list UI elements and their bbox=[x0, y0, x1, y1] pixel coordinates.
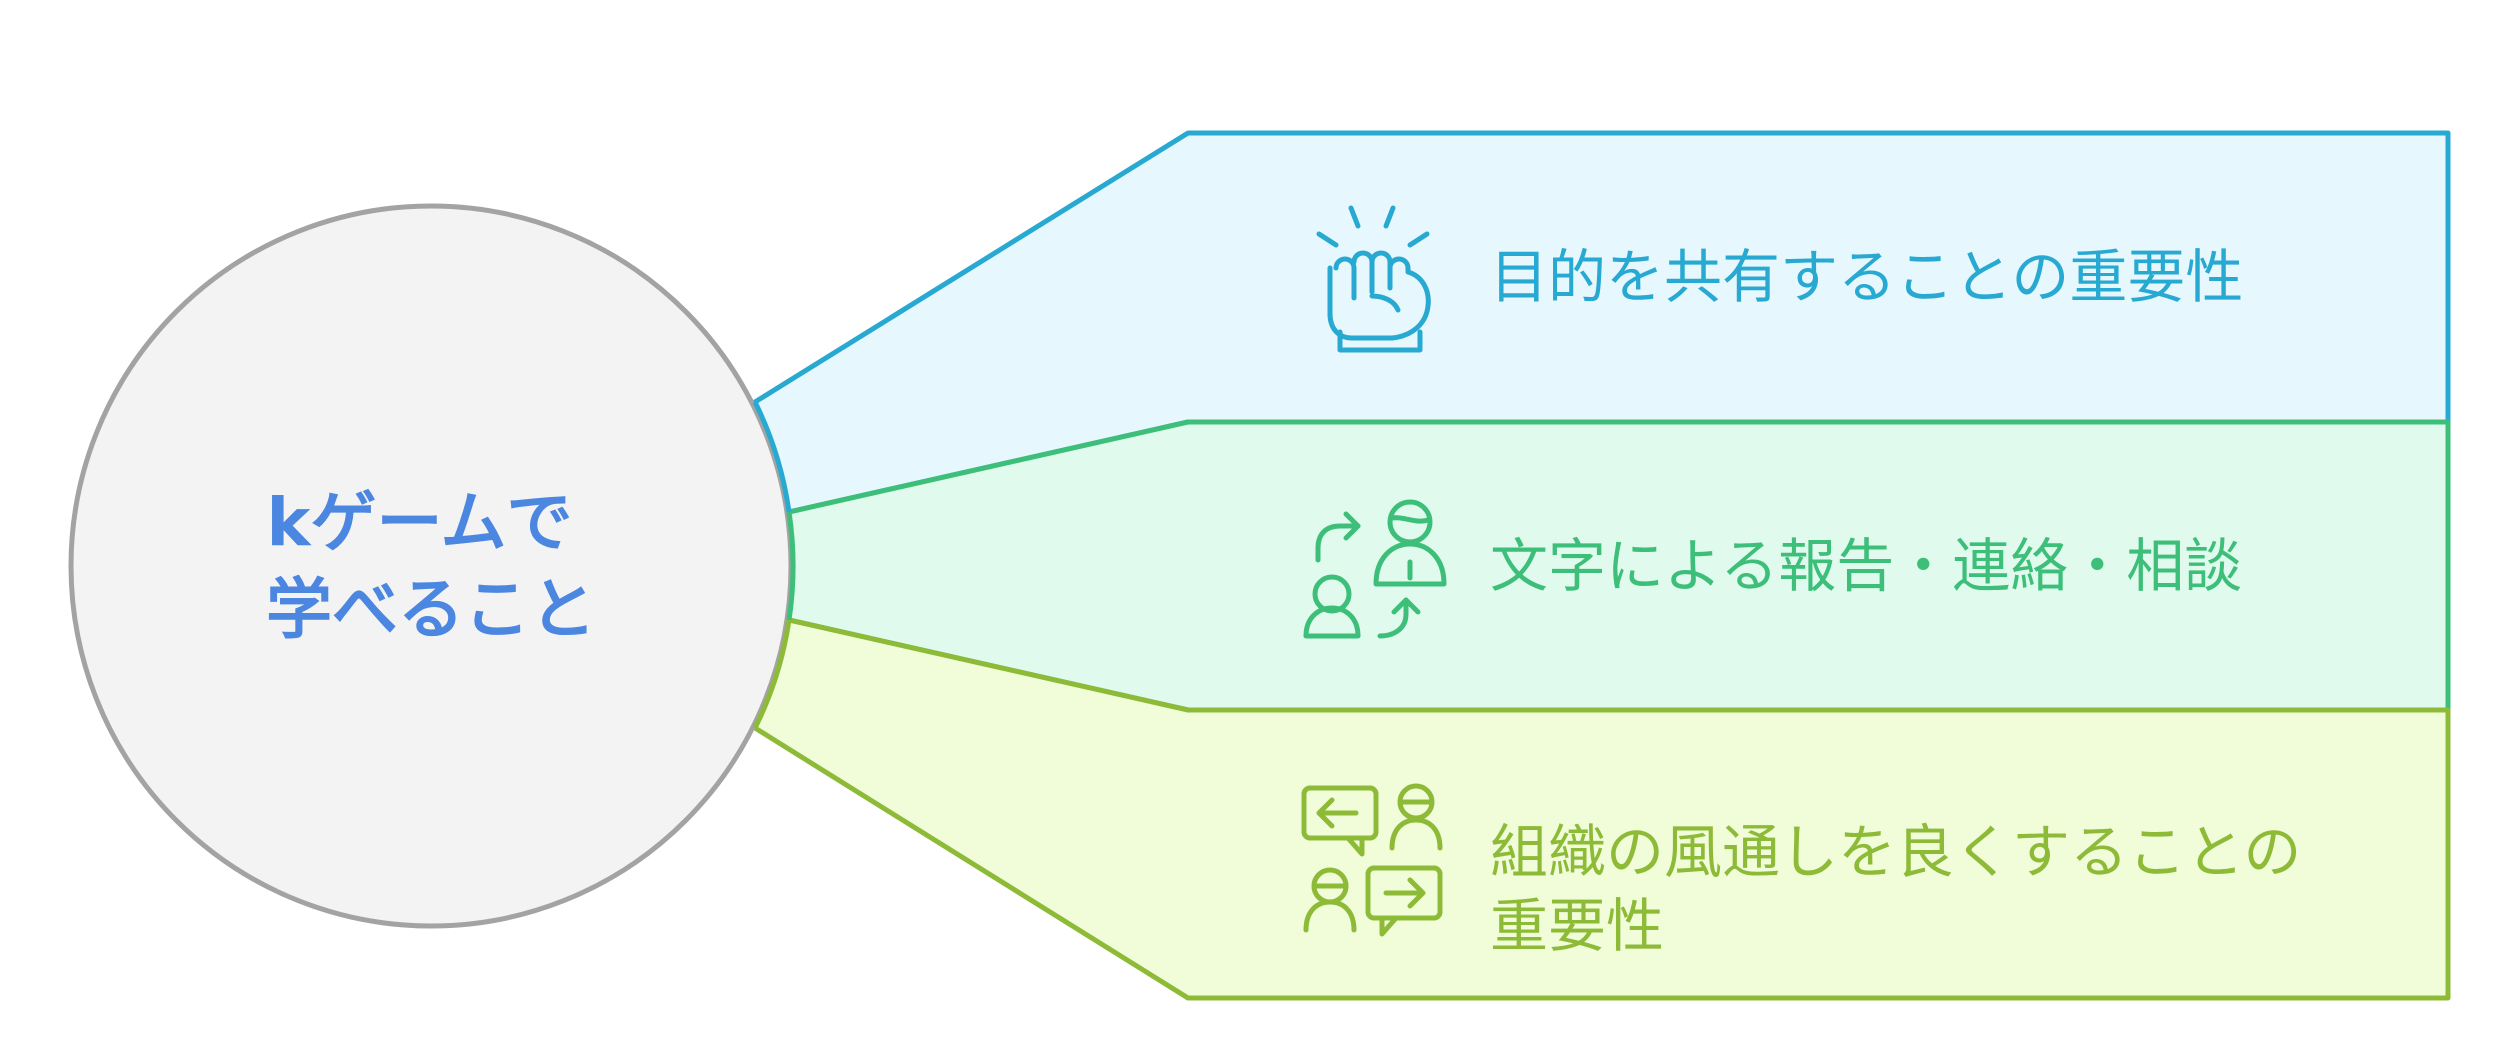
hub-arc-3 bbox=[752, 619, 792, 730]
hub-arc-1 bbox=[752, 400, 792, 513]
item-label-2: 文字による報告・連絡・相談 bbox=[1490, 532, 2242, 600]
hub-circle bbox=[68, 203, 794, 929]
item-label-1: 目的を共有することの重要性 bbox=[1490, 243, 2243, 311]
hub-title-line-2: 学べること bbox=[266, 571, 596, 648]
conversation-icon bbox=[1301, 783, 1443, 937]
hub-title-line-1: kゲームで bbox=[267, 484, 573, 561]
people-exchange-icon bbox=[1303, 499, 1447, 639]
item-label-3: 組織の風通しを良くすることの 重要性 bbox=[1490, 818, 2320, 960]
hub-title: kゲームで 学べること bbox=[266, 484, 596, 648]
raised-fist-icon bbox=[1316, 205, 1431, 353]
hub-arc-2 bbox=[786, 511, 796, 621]
